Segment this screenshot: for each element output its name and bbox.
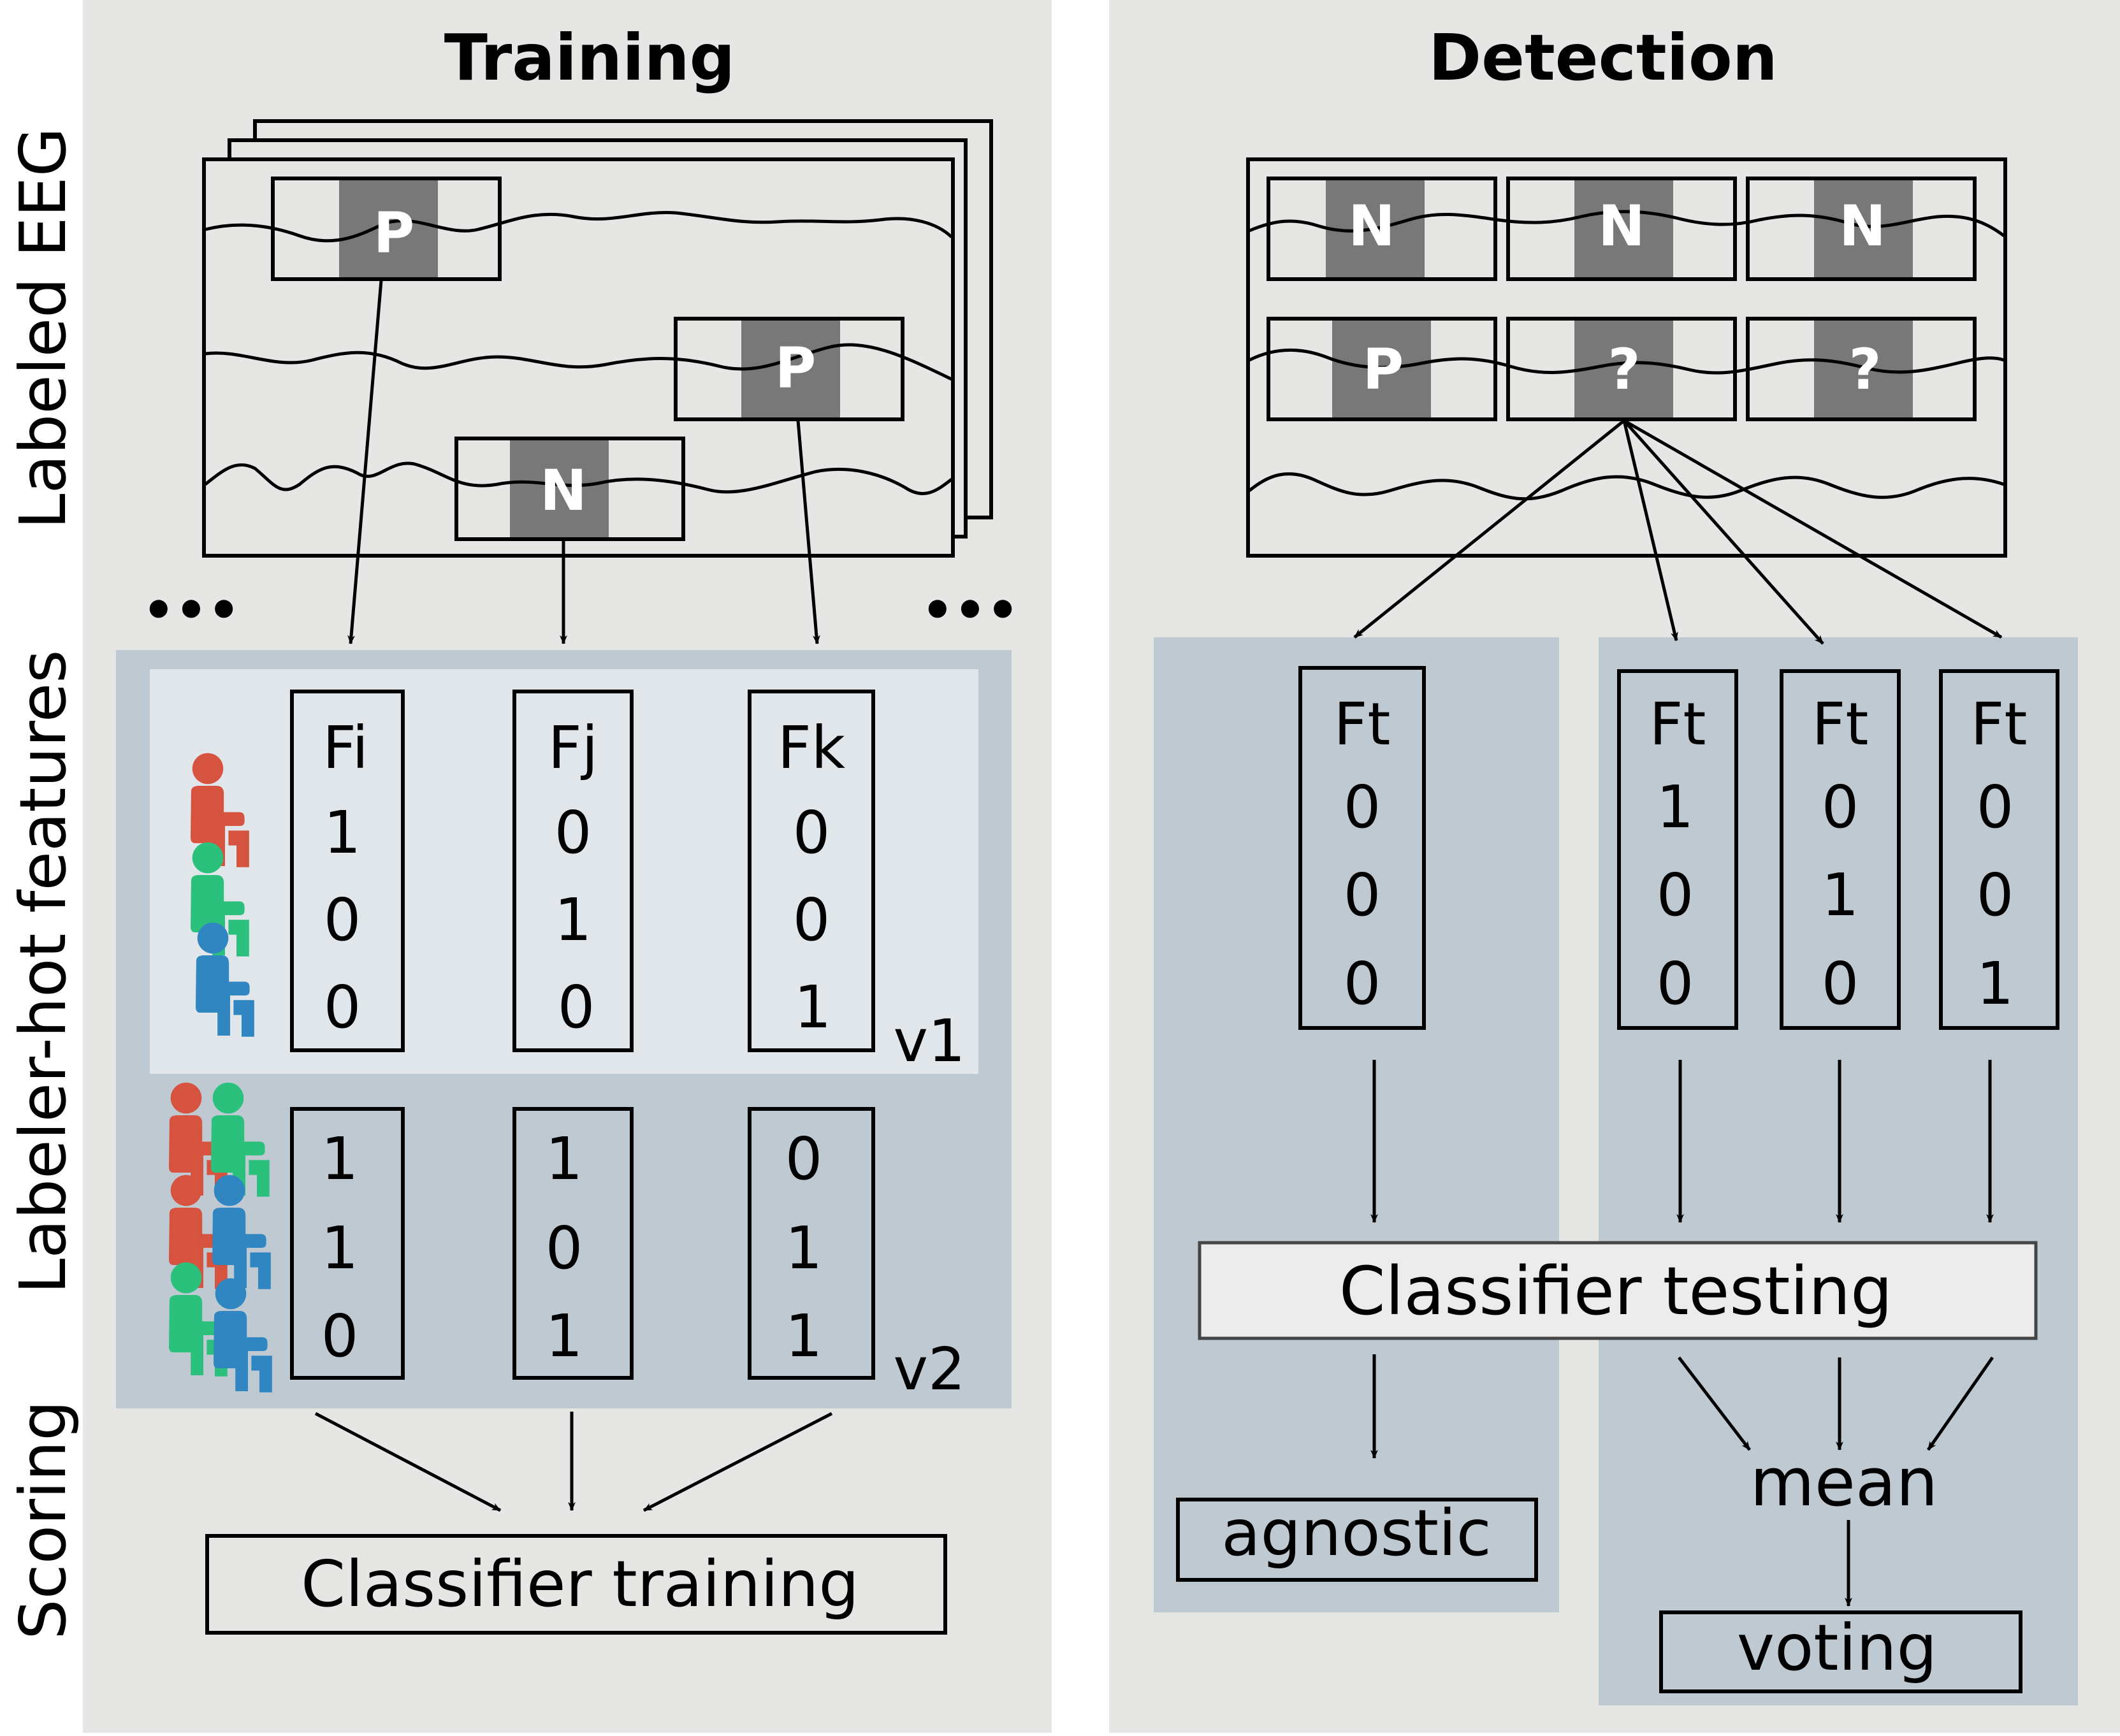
eeg-label-p: P	[1363, 336, 1404, 402]
feature-header: Ft	[1650, 690, 1706, 758]
eeg-wave	[1249, 210, 2005, 238]
arrow	[796, 420, 820, 644]
feature-value: 0	[1977, 773, 2014, 841]
detection-label-blocks	[1326, 178, 1913, 419]
feature-value: 0	[324, 973, 361, 1041]
voting-box	[1659, 1610, 2022, 1693]
training-title: Training	[444, 20, 736, 95]
eeg-wave	[1248, 348, 2005, 375]
feature-value: 1	[785, 1302, 823, 1370]
ellipsis-right: •••	[921, 581, 1019, 640]
arrow	[314, 1412, 502, 1512]
eeg-wave	[205, 343, 953, 381]
classifier-testing-label: Classifier testing	[1339, 1252, 1892, 1330]
eeg-label-unknown: ?	[1608, 336, 1640, 402]
feature-value: 0	[1977, 861, 2014, 929]
eeg-label-unknown: ?	[1848, 336, 1881, 402]
detection-title: Detection	[1428, 20, 1778, 95]
arrow	[1623, 419, 2003, 639]
arrow	[1926, 1356, 1994, 1451]
feature-value: 0	[1822, 773, 1859, 841]
eeg-wave	[1248, 472, 2005, 501]
feature-value: 0	[1344, 861, 1381, 929]
eeg-label-p: P	[775, 335, 817, 401]
feature-header: Fk	[778, 714, 846, 782]
arrow	[643, 1412, 833, 1512]
agnostic-panel	[1154, 637, 1559, 1612]
arrow	[347, 280, 383, 644]
feature-value: 0	[321, 1302, 359, 1370]
eeg-label-n: N	[1348, 193, 1395, 259]
feature-value: 1	[1822, 861, 1859, 929]
feature-header: Ft	[1812, 690, 1869, 758]
feature-value: 1	[324, 799, 361, 867]
arrow	[1353, 419, 1625, 639]
arrow	[1622, 420, 1678, 641]
training-label-blocks	[339, 178, 840, 539]
feature-value: 0	[324, 886, 361, 954]
ellipsis-left: •••	[142, 581, 240, 640]
detection-vectors	[1298, 666, 2059, 1030]
feature-value: 1	[321, 1125, 359, 1193]
feature-value: 0	[555, 799, 592, 867]
agnostic-label: agnostic	[1221, 1496, 1491, 1570]
version-label-v1: v1	[894, 1007, 966, 1075]
feature-value: 1	[785, 1214, 823, 1282]
feature-value: 1	[546, 1125, 583, 1193]
feature-header: Fi	[323, 714, 368, 782]
feature-value: 1	[546, 1302, 583, 1370]
eeg-wave	[204, 461, 953, 495]
feature-value: 0	[793, 886, 831, 954]
training-window-boxes	[271, 177, 904, 541]
feature-header: Fj	[548, 714, 598, 782]
v2-vectors	[290, 1107, 875, 1380]
eeg-wave	[205, 211, 953, 243]
v1-panel	[150, 669, 978, 1074]
version-label-v2: v2	[894, 1335, 966, 1403]
feature-header: Ft	[1971, 690, 2028, 758]
classifier-training-box	[205, 1534, 947, 1635]
voting-label: voting	[1737, 1610, 1937, 1685]
feature-value: 0	[1344, 773, 1381, 841]
row-label-labeler-hot-features: Labeler-hot features	[6, 650, 80, 1294]
row-label-labeled-eeg: Labeled EEG	[6, 127, 80, 529]
feature-value: 0	[546, 1214, 583, 1282]
feature-value: 0	[1344, 950, 1381, 1018]
feature-value: 0	[1657, 861, 1694, 929]
feature-value: 1	[555, 886, 592, 954]
detection-window-boxes	[1267, 177, 1977, 421]
eeg-label-p: P	[374, 200, 415, 266]
eeg-label-n: N	[1839, 193, 1886, 259]
mean-label: mean	[1750, 1443, 1938, 1521]
feature-value: 1	[794, 973, 832, 1041]
feature-value: 0	[1657, 950, 1694, 1018]
classifier-testing-box	[1198, 1241, 2038, 1340]
arrow	[1623, 419, 1824, 645]
feature-value: 0	[793, 799, 831, 867]
feature-value: 1	[1977, 950, 2014, 1018]
feature-header: Ft	[1334, 690, 1391, 758]
feature-value: 1	[321, 1214, 359, 1282]
eeg-label-n: N	[1598, 193, 1645, 259]
arrow	[1678, 1356, 1751, 1451]
eeg-label-n: N	[540, 458, 587, 523]
classifier-training-label: Classifier training	[301, 1547, 859, 1621]
row-label-scoring: Scoring	[6, 1400, 80, 1639]
agnostic-box	[1176, 1498, 1538, 1582]
feature-value: 0	[1822, 950, 1859, 1018]
feature-value: 1	[1657, 773, 1694, 841]
v1-vectors	[290, 690, 875, 1052]
feature-value: 0	[785, 1125, 823, 1193]
feature-value: 0	[558, 973, 595, 1041]
